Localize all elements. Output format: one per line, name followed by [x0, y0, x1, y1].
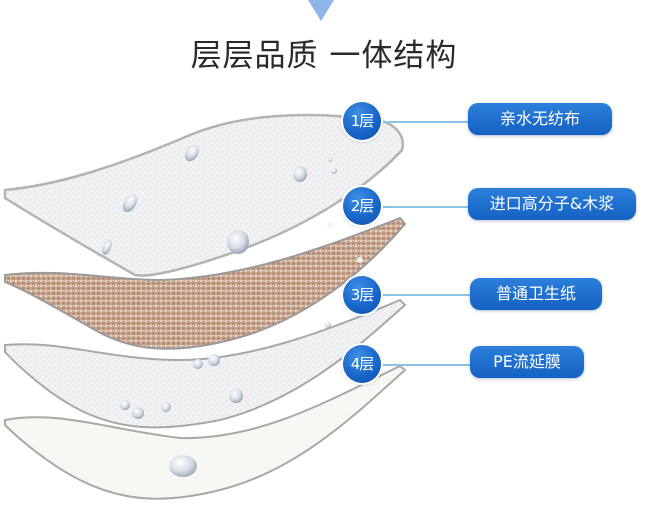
layer-3-connector: [382, 294, 470, 296]
down-triangle-icon: [308, 0, 334, 21]
layer-1-connector: [382, 121, 470, 123]
layer-4-label: PE流延膜: [470, 346, 584, 378]
layer-2-label: 进口高分子&木浆: [468, 188, 636, 220]
layer-4-sheet: [4, 364, 407, 500]
layer-1-label: 亲水无纺布: [468, 103, 612, 135]
page-title: 层层品质 一体结构: [190, 38, 458, 74]
layer-3-badge: 3层: [343, 276, 381, 314]
layer-4-connector: [382, 364, 470, 366]
layer-2-sheet: [4, 216, 407, 350]
layer-1-badge: 1层: [343, 102, 381, 140]
layer-4-badge: 4层: [343, 345, 381, 383]
layer-2-connector: [382, 206, 470, 208]
layer-2-badge: 2层: [343, 187, 381, 225]
layer-3-label: 普通卫生纸: [470, 278, 602, 310]
layer-1-sheet: [3, 113, 404, 277]
layer-3-sheet: [4, 298, 407, 429]
